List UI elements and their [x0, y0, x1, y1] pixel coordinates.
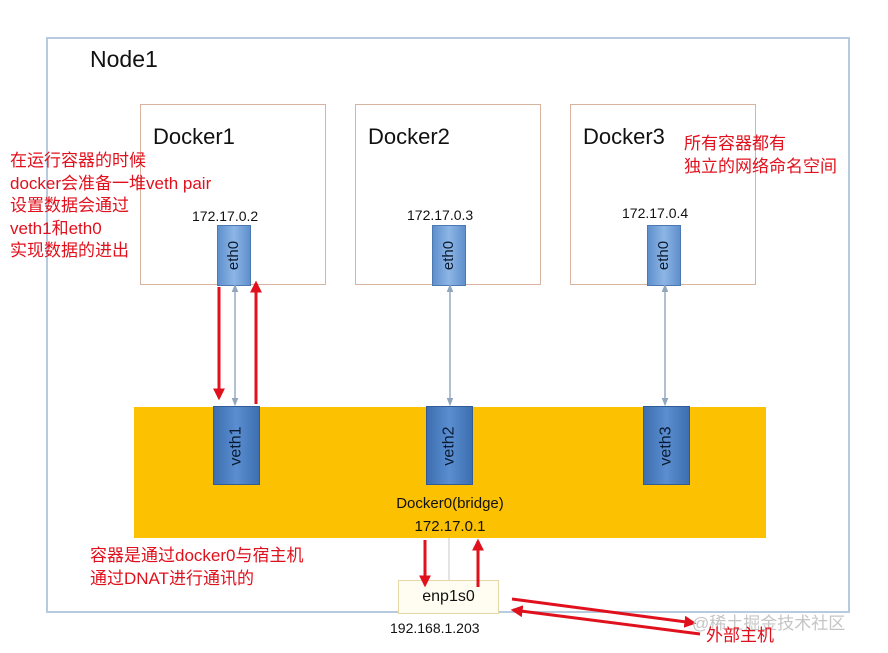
eth0-interface: eth0	[647, 225, 681, 286]
bridge-name: Docker0(bridge)	[396, 495, 504, 512]
container-title: Docker3	[583, 124, 665, 149]
annotation-bottom: 容器是通过docker0与宿主机 通过DNAT进行通讯的	[90, 546, 304, 588]
container-ip: 172.17.0.2	[192, 208, 259, 224]
annotation-right: 所有容器都有 独立的网络命名空间	[684, 134, 837, 176]
container-ip: 172.17.0.4	[622, 205, 689, 221]
node-title: Node1	[90, 46, 158, 72]
external-host-label: 外部主机	[706, 626, 774, 645]
container-title: Docker1	[153, 124, 235, 149]
host-nic-label: enp1s0	[422, 588, 475, 605]
veth-interface: veth2	[426, 406, 473, 485]
eth0-interface: eth0	[217, 225, 251, 286]
red-arrow-from-external	[510, 605, 701, 636]
red-arrow-to-external	[511, 597, 697, 628]
host-nic-ip: 192.168.1.203	[390, 620, 480, 636]
veth-interface: veth1	[213, 406, 260, 485]
watermark: @稀土掘金技术社区	[692, 614, 846, 633]
container-title: Docker2	[368, 124, 450, 149]
annotation-left: 在运行容器的时候 docker会准备一堆veth pair 设置数据会通过 ve…	[10, 151, 212, 260]
bridge-ip: 172.17.0.1	[414, 518, 486, 535]
host-nic: enp1s0	[398, 580, 499, 614]
eth0-interface: eth0	[432, 225, 466, 286]
container-ip: 172.17.0.3	[407, 207, 474, 223]
veth-interface: veth3	[643, 406, 690, 485]
